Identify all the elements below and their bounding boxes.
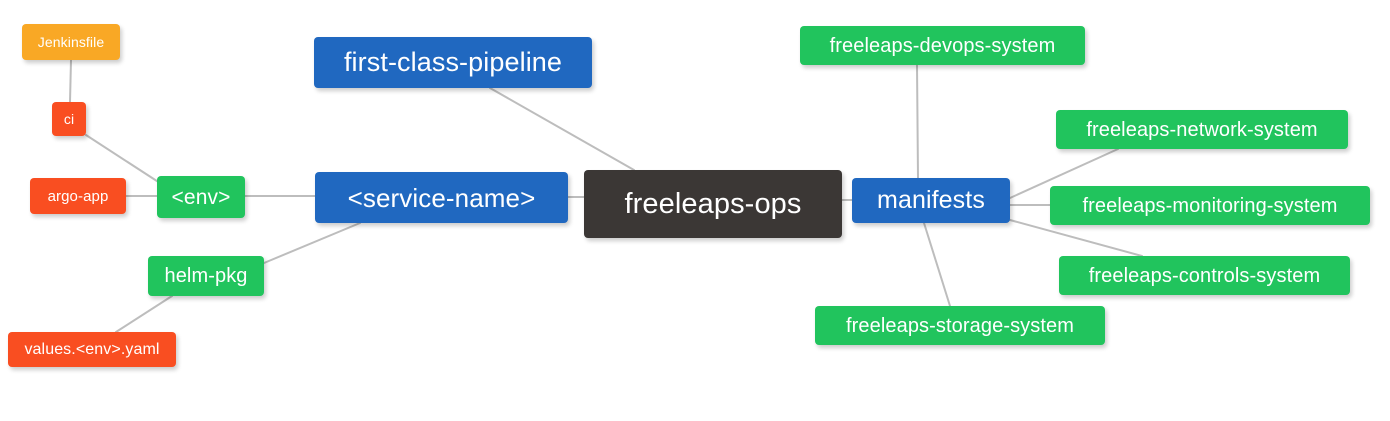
node-freeleaps-network-system[interactable]: freeleaps-network-system [1056, 110, 1348, 149]
node-label-first-class-pipeline: first-class-pipeline [343, 47, 563, 77]
node-manifests[interactable]: manifests [852, 178, 1010, 223]
node-values-env-yaml[interactable]: values.<env>.yaml [8, 332, 176, 367]
node-freeleaps-controls-system[interactable]: freeleaps-controls-system [1059, 256, 1350, 295]
edge-first-class-pipeline-to-freeleaps-ops [489, 87, 635, 171]
node-jenkinsfile[interactable]: Jenkinsfile [22, 24, 120, 60]
node-freeleaps-storage-system[interactable]: freeleaps-storage-system [815, 306, 1105, 345]
node-first-class-pipeline[interactable]: first-class-pipeline [314, 37, 592, 88]
node-env[interactable]: <env> [157, 176, 245, 218]
node-label-ci: ci [63, 111, 75, 127]
node-freeleaps-monitoring-system[interactable]: freeleaps-monitoring-system [1050, 186, 1370, 225]
node-label-freeleaps-monitoring-system: freeleaps-monitoring-system [1082, 194, 1338, 217]
node-label-helm-pkg: helm-pkg [164, 265, 248, 287]
node-label-values-env-yaml: values.<env>.yaml [24, 340, 160, 358]
node-label-freeleaps-controls-system: freeleaps-controls-system [1088, 264, 1321, 287]
node-service-name[interactable]: <service-name> [315, 172, 568, 223]
edge-service-name-to-helm-pkg [263, 222, 361, 264]
edge-manifests-to-freeleaps-controls-system [1009, 219, 1143, 257]
node-label-freeleaps-network-system: freeleaps-network-system [1086, 118, 1318, 141]
node-label-freeleaps-ops: freeleaps-ops [624, 187, 802, 220]
node-argo-app[interactable]: argo-app [30, 178, 126, 214]
edge-helm-pkg-to-values-env-yaml [115, 295, 173, 333]
edge-jenkinsfile-to-ci [69, 59, 72, 103]
node-helm-pkg[interactable]: helm-pkg [148, 256, 264, 296]
node-label-env: <env> [171, 185, 231, 209]
node-freeleaps-ops[interactable]: freeleaps-ops [584, 170, 842, 238]
node-label-argo-app: argo-app [47, 187, 109, 205]
node-label-jenkinsfile: Jenkinsfile [37, 34, 105, 50]
edge-manifests-to-freeleaps-devops-system [916, 64, 919, 179]
node-label-manifests: manifests [877, 186, 985, 214]
node-freeleaps-devops-system[interactable]: freeleaps-devops-system [800, 26, 1085, 65]
node-label-service-name: <service-name> [347, 182, 536, 213]
edge-manifests-to-freeleaps-storage-system [923, 222, 951, 307]
node-label-freeleaps-devops-system: freeleaps-devops-system [829, 34, 1056, 57]
node-ci[interactable]: ci [52, 102, 86, 136]
node-label-freeleaps-storage-system: freeleaps-storage-system [845, 314, 1075, 337]
